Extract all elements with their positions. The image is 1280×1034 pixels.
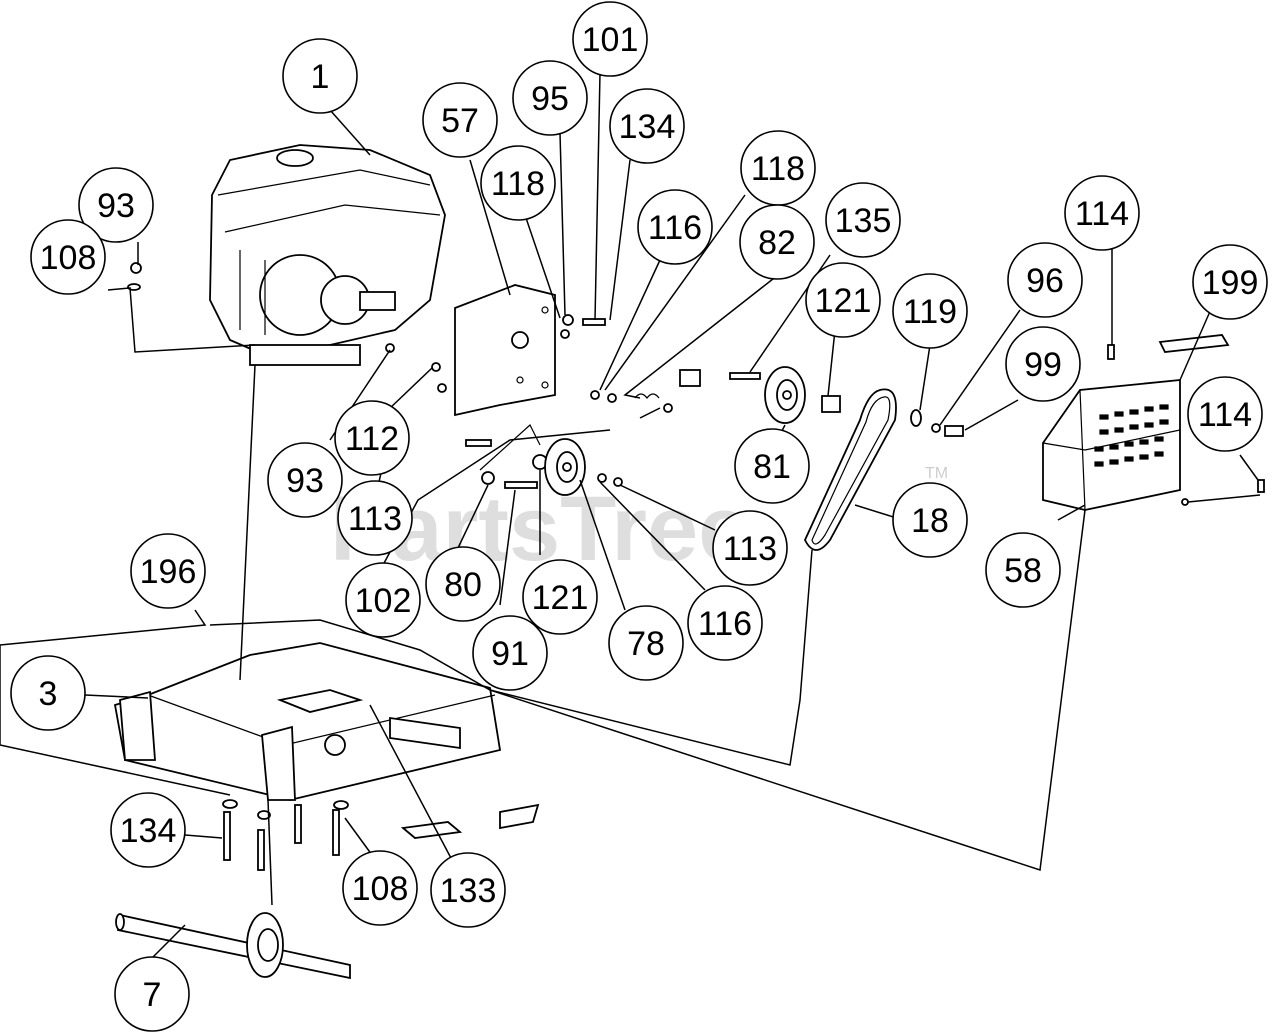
callout-1: 1	[282, 38, 358, 114]
callout-119: 119	[892, 273, 968, 349]
svg-text:121: 121	[532, 579, 589, 617]
callout-114: 114	[1187, 376, 1263, 452]
svg-text:134: 134	[619, 108, 676, 146]
callout-3: 3	[10, 655, 86, 731]
callout-134: 134	[609, 88, 685, 164]
svg-text:91: 91	[491, 635, 529, 673]
svg-text:113: 113	[723, 530, 777, 568]
callout-96: 96	[1007, 242, 1083, 318]
axle-assembly	[115, 912, 351, 980]
callout-101: 101	[572, 1, 648, 77]
svg-text:3: 3	[39, 675, 58, 713]
callout-99: 99	[1005, 326, 1081, 402]
svg-text:99: 99	[1024, 346, 1062, 384]
callout-93: 93	[267, 442, 343, 518]
callout-116: 116	[637, 189, 713, 265]
callout-114: 114	[1064, 175, 1140, 251]
callout-93: 93	[78, 167, 154, 243]
callout-57: 57	[422, 82, 498, 158]
svg-text:112: 112	[345, 420, 399, 458]
callout-133: 133	[430, 852, 506, 928]
svg-text:93: 93	[286, 462, 324, 500]
callout-121: 121	[522, 559, 598, 635]
callout-58: 58	[985, 532, 1061, 608]
callout-78: 78	[608, 605, 684, 681]
belt-guard	[1042, 334, 1265, 511]
callout-7: 7	[114, 956, 190, 1032]
svg-text:80: 80	[444, 566, 482, 604]
svg-text:116: 116	[698, 605, 752, 643]
callout-102: 102	[345, 562, 421, 638]
svg-text:7: 7	[143, 976, 162, 1014]
svg-text:102: 102	[355, 582, 412, 620]
svg-text:96: 96	[1026, 262, 1064, 300]
svg-text:57: 57	[441, 102, 479, 140]
svg-text:133: 133	[440, 872, 497, 910]
svg-text:95: 95	[531, 80, 569, 118]
svg-text:78: 78	[627, 625, 665, 663]
svg-text:114: 114	[1198, 396, 1252, 434]
callout-112: 112	[334, 400, 410, 476]
svg-text:116: 116	[648, 209, 702, 247]
svg-text:58: 58	[1004, 552, 1042, 590]
drive-belt	[804, 388, 897, 551]
callout-118: 118	[740, 130, 816, 206]
callout-199: 199	[1192, 244, 1268, 320]
svg-text:81: 81	[753, 448, 791, 486]
callout-113: 113	[337, 480, 413, 556]
drive-pulley	[764, 366, 964, 437]
svg-text:18: 18	[911, 502, 949, 540]
svg-text:114: 114	[1075, 195, 1129, 233]
svg-text:121: 121	[815, 282, 872, 320]
callout-80: 80	[425, 546, 501, 622]
svg-text:101: 101	[582, 21, 639, 59]
callout-135: 135	[825, 182, 901, 258]
svg-text:82: 82	[758, 224, 796, 262]
engine-mount-plate	[454, 284, 556, 417]
callout-108: 108	[342, 850, 418, 926]
engine	[209, 144, 446, 366]
hardware-small-parts	[127, 262, 761, 489]
callout-108: 108	[30, 219, 106, 295]
callout-196: 196	[130, 533, 206, 609]
callout-18: 18	[892, 482, 968, 558]
svg-text:1: 1	[311, 58, 330, 96]
callout-81: 81	[734, 428, 810, 504]
callout-113: 113	[712, 510, 788, 586]
svg-text:134: 134	[120, 812, 177, 850]
svg-text:108: 108	[352, 870, 409, 908]
idler-pulley	[544, 438, 586, 496]
callout-118: 118	[480, 145, 556, 221]
callout-121: 121	[805, 262, 881, 338]
svg-text:199: 199	[1202, 264, 1259, 302]
callout-82: 82	[739, 204, 815, 280]
svg-text:108: 108	[40, 239, 97, 277]
watermark-tm: TM	[925, 465, 948, 482]
svg-text:118: 118	[491, 165, 545, 203]
callout-134: 134	[110, 792, 186, 868]
svg-text:135: 135	[835, 202, 892, 240]
callout-116: 116	[687, 585, 763, 661]
svg-text:113: 113	[348, 500, 402, 538]
svg-text:119: 119	[903, 293, 957, 331]
svg-text:196: 196	[140, 553, 197, 591]
callout-91: 91	[472, 615, 548, 691]
svg-text:118: 118	[751, 150, 805, 188]
base-bolts	[222, 799, 349, 871]
svg-text:93: 93	[97, 187, 135, 225]
callout-95: 95	[512, 60, 588, 136]
base-frame	[113, 642, 540, 839]
